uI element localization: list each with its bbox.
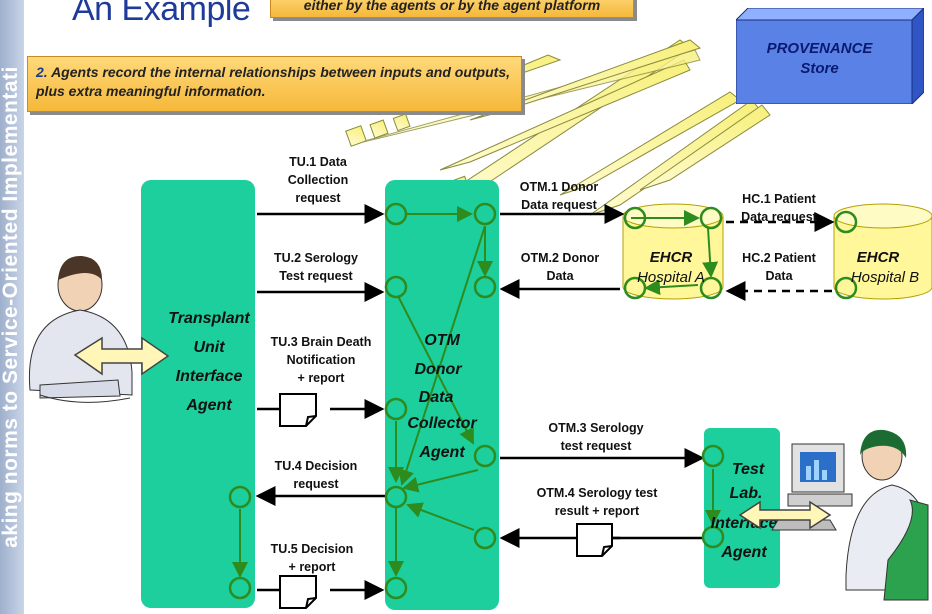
provenance-store-box xyxy=(736,8,924,104)
process-node xyxy=(384,397,408,421)
process-node xyxy=(384,485,408,509)
process-node xyxy=(384,202,408,226)
process-node xyxy=(473,444,497,468)
callout-step-2: 2. Agents record the internal relationsh… xyxy=(27,56,522,112)
sidebar-band: aking norms to Service-Oriented Implemen… xyxy=(0,0,24,614)
process-node xyxy=(834,276,858,300)
process-node xyxy=(384,275,408,299)
process-node xyxy=(701,525,725,549)
provenance-store-label: PROVENANCE Store xyxy=(736,39,903,79)
callout-platform: either by the agents or by the agent pla… xyxy=(270,0,634,18)
label-tu5: TU.5 Decision+ report xyxy=(271,542,354,574)
person-at-computer-right xyxy=(738,429,929,601)
process-node xyxy=(699,206,723,230)
provenance-store-title: PROVENANCE xyxy=(766,40,873,57)
process-node xyxy=(473,526,497,550)
process-node xyxy=(701,444,725,468)
process-node xyxy=(834,210,858,234)
ehcr-b-hospital: Hospital B xyxy=(851,269,919,286)
process-node xyxy=(623,206,647,230)
ehcr-b-title: EHCR xyxy=(857,249,900,266)
process-node xyxy=(228,576,252,600)
provenance-beams xyxy=(345,39,771,216)
person-at-computer-left xyxy=(28,255,170,403)
process-node xyxy=(473,202,497,226)
ehcr-a-title: EHCR xyxy=(650,249,693,266)
ehcr-a-hospital: Hospital A xyxy=(637,269,705,286)
process-node xyxy=(384,576,408,600)
provenance-store-subtitle: Store xyxy=(800,60,839,77)
document-icon xyxy=(279,575,317,609)
process-node xyxy=(228,485,252,509)
ehcr-hospital-b-db xyxy=(833,203,932,300)
slide-title: An Example xyxy=(72,0,251,28)
document-icon xyxy=(279,393,317,427)
process-node xyxy=(473,275,497,299)
document-icon xyxy=(576,523,613,557)
process-node xyxy=(623,276,647,300)
process-node xyxy=(699,276,723,300)
callout-step-text: Agents record the internal relationships… xyxy=(36,64,510,99)
lab-agent-lane xyxy=(704,428,780,588)
callout-step-number: 2. xyxy=(36,64,48,80)
tu-agent-lane xyxy=(141,180,255,608)
